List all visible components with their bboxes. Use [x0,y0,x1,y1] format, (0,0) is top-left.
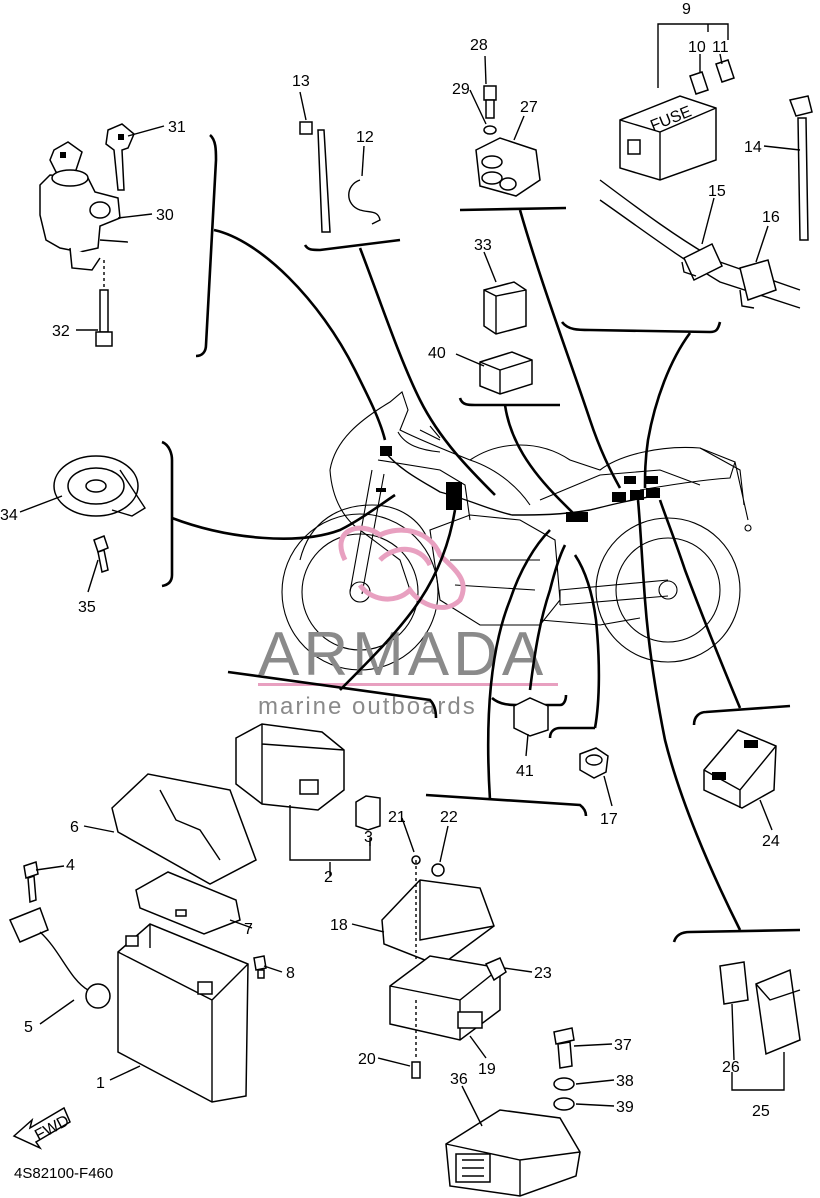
callout-4: 4 [66,857,75,874]
callout-19: 19 [478,1061,496,1078]
watermark-brand: ARMADA [258,620,547,689]
callout-21: 21 [388,809,406,826]
relay-icon [475,137,541,197]
bolt-washer-icon [483,85,497,135]
fuse-icon [689,59,735,95]
callout-41: 41 [516,763,534,780]
horn-icon [53,455,146,517]
ecu-bracket-icon [381,855,507,1079]
callout-15: 15 [708,183,726,200]
cable-band-icon [299,121,331,233]
relay-icon [483,281,527,335]
callout-23: 23 [534,965,552,982]
battery-cover-icon [111,773,257,885]
bolt-collar-icon [553,1027,575,1111]
handlebar-icon [599,179,801,309]
relay-icon [703,729,777,809]
cable-tie-icon [788,95,813,241]
main-switch-icon [39,169,129,271]
callout-14: 14 [744,139,762,156]
callout-35: 35 [78,599,96,616]
callout-31: 31 [168,119,186,136]
callout-32: 32 [52,323,70,340]
callout-39: 39 [616,1099,634,1116]
clamp-icon [579,747,609,779]
starter-relay-icon [235,723,381,861]
callout-28: 28 [470,37,488,54]
cdi-unit-icon [445,1109,581,1197]
callout-17: 17 [600,811,618,828]
fuse-box-icon: FUSE [619,95,717,181]
callout-26: 26 [722,1059,740,1076]
callout-6: 6 [70,819,79,836]
watermark-tagline: marine outboards [258,693,477,720]
bolt-icon [95,260,113,347]
bolt-icon [253,955,267,979]
callout-13: 13 [292,73,310,90]
coupler-cover-icon [513,697,549,737]
bolt-icon [93,535,109,573]
group-brackets [161,134,801,943]
callout-5: 5 [24,1019,33,1036]
callout-12: 12 [356,129,374,146]
callout-29: 29 [452,81,470,98]
callout-34: 34 [0,507,18,524]
battery-lead-icon [8,861,111,1009]
callout-1: 1 [96,1075,105,1092]
watermark: ARMADA marine outboards [258,525,558,720]
callout-30: 30 [156,207,174,224]
battery-band-icon [135,871,241,935]
callout-24: 24 [762,833,780,850]
callout-40: 40 [428,345,446,362]
callout-38: 38 [616,1073,634,1090]
clip-icon [348,179,381,225]
callout-11: 11 [712,39,729,56]
callouts [19,23,801,1127]
callout-labels: 9 10 11 14 15 16 28 29 27 13 12 31 30 32… [0,1,780,1120]
callout-33: 33 [474,237,492,254]
callout-9: 9 [682,1,691,18]
relay-cover-icon [479,351,533,395]
fwd-arrow-icon: FWD [12,1106,72,1150]
callout-2: 2 [324,869,333,886]
coupler-icon [719,961,801,1056]
motorcycle-illustration [281,391,752,671]
callout-25: 25 [752,1103,770,1120]
callout-37: 37 [614,1037,632,1054]
callout-27: 27 [520,99,538,116]
callout-8: 8 [286,965,295,982]
callout-16: 16 [762,209,780,226]
diagram-code: 4S82100-F460 [14,1165,113,1182]
key-icon [49,123,135,191]
battery-icon [117,923,249,1103]
callout-18: 18 [330,917,348,934]
callout-20: 20 [358,1051,376,1068]
callout-22: 22 [440,809,458,826]
callout-3: 3 [364,829,373,846]
callout-7: 7 [244,921,253,938]
callout-36: 36 [450,1071,468,1088]
callout-10: 10 [688,39,706,56]
